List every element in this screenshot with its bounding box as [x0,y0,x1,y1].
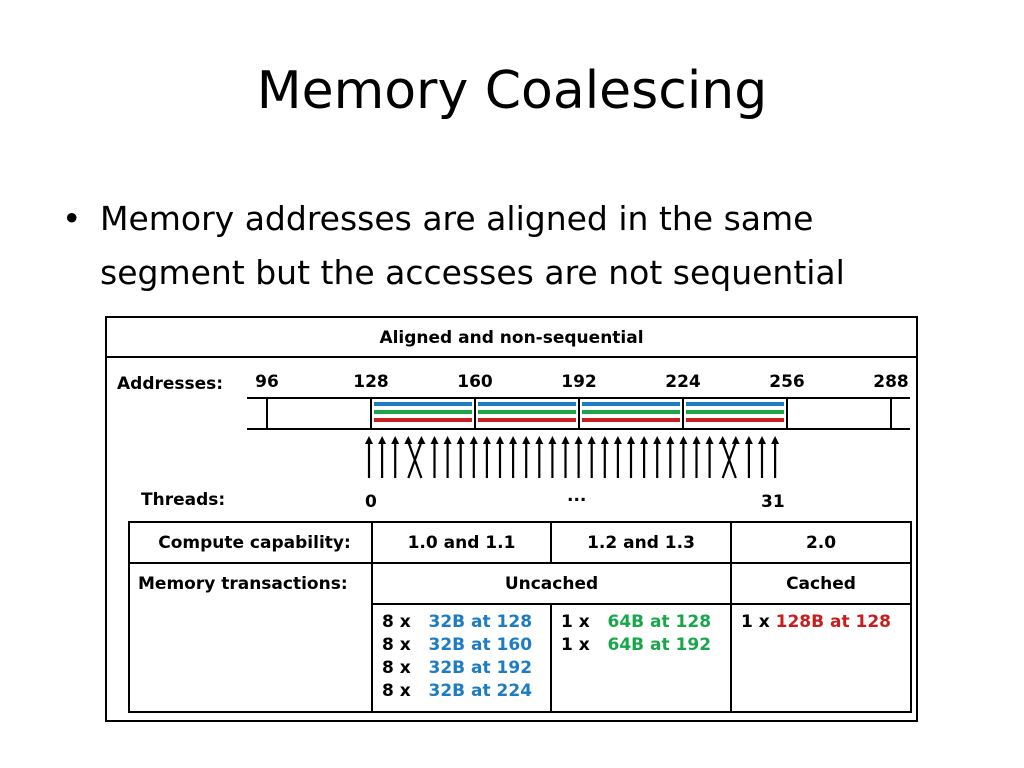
address-label: 96 [255,372,279,392]
arrow-head [417,436,426,444]
arrow-head [365,436,373,444]
transaction-count: 1 x [561,635,590,655]
arrow-head [640,436,649,444]
arrow-head [666,436,675,444]
transaction-desc: 128B at 128 [775,612,892,632]
thread-ellipsis: ... [567,486,587,506]
address-label: 288 [873,372,909,392]
arrow-head [587,436,596,444]
transaction-line: 1 x 128B at 128 [741,611,910,634]
arrow-head [758,436,766,444]
transaction-line: 1 x 64B at 192 [561,634,730,657]
arrow-head [705,436,714,444]
compute-col-header: 1.2 and 1.3 [550,521,732,564]
arrow-head [627,436,635,444]
addresses-label: Addresses: [117,374,224,394]
address-label: 256 [769,372,805,392]
transaction-count: 8 x [382,658,411,678]
transactions-cell: 8 x 32B at 128 8 x 32B at 160 8 x 32B at… [371,603,552,713]
arrow-head [744,436,753,444]
compute-capability-table: Compute capability: 1.0 and 1.1 1.2 and … [128,521,912,713]
uncached-header: Uncached [371,562,732,605]
arrow-head [613,436,622,444]
transaction-count: 1 x [561,612,590,632]
memory-segment-diagram [247,397,910,479]
address-label: 192 [561,372,597,392]
arrow-head [679,436,688,444]
arrow-head [522,436,531,444]
memory-transactions-text: Memory transactions: [138,574,348,594]
arrow-head [653,436,662,444]
address-label: 224 [665,372,701,392]
arrow-head [731,436,740,444]
table-row: 8 x 32B at 128 8 x 32B at 160 8 x 32B at… [129,603,912,713]
transaction-line: 8 x 32B at 160 [382,634,550,657]
arrow-head [692,436,701,444]
transaction-count: 8 x [382,635,411,655]
arrow-head [469,436,478,444]
compute-capability-label: Compute capability: [128,521,373,564]
arrow-head [430,436,439,444]
transaction-count: 8 x [382,681,411,701]
arrow-head [718,436,727,444]
transaction-count: 8 x [382,612,411,632]
transaction-count: 1 x [741,612,770,632]
memory-transactions-label: Memory transactions: [128,562,373,713]
transaction-desc: 32B at 192 [428,658,533,678]
transactions-cell: 1 x 128B at 128 [730,603,912,713]
slide-title: Memory Coalescing [256,61,768,121]
arrow-head [574,436,583,444]
address-label: 128 [353,372,389,392]
transaction-desc: 32B at 224 [428,681,533,701]
arrow-head [535,436,544,444]
transaction-desc: 32B at 128 [428,612,533,632]
table-row: Memory transactions: Uncached Cached [128,562,912,713]
cached-header: Cached [730,562,912,605]
bullet-marker: • [62,199,82,238]
transaction-line: 8 x 32B at 128 [382,611,550,634]
address-label: 160 [457,372,493,392]
bullet-text: Memory addresses are aligned in the same… [100,199,845,292]
arrow-head [404,436,413,444]
transaction-desc: 64B at 128 [607,612,712,632]
transaction-desc: 64B at 192 [607,635,712,655]
thread-arrow [407,441,423,479]
figure-title: Aligned and non-sequential [107,318,916,358]
thread-last-label: 31 [761,492,785,512]
arrow-head [391,436,400,444]
thread-arrow [721,441,737,479]
arrow-head [496,436,504,444]
arrow-head [443,436,452,444]
arrow-head [456,436,465,444]
arrow-head [561,436,570,444]
arrow-head [548,436,557,444]
transaction-line: 8 x 32B at 192 [382,657,550,680]
transaction-desc: 32B at 160 [428,635,533,655]
transaction-line: 1 x 64B at 128 [561,611,730,634]
threads-label: Threads: [141,490,226,510]
compute-col-header: 2.0 [730,521,912,564]
arrow-head [771,436,780,444]
transactions-cell: 1 x 64B at 128 1 x 64B at 192 [550,603,732,713]
transaction-line: 8 x 32B at 224 [382,680,550,703]
arrow-head [482,436,491,444]
arrow-head [600,436,609,444]
table-row: Compute capability: 1.0 and 1.1 1.2 and … [128,521,912,564]
thread-first-label: 0 [365,492,377,512]
arrow-head [509,436,518,444]
coalescing-figure: Aligned and non-sequential Addresses: 96… [105,316,918,722]
arrow-head [378,436,387,444]
compute-col-header: 1.0 and 1.1 [371,521,552,564]
